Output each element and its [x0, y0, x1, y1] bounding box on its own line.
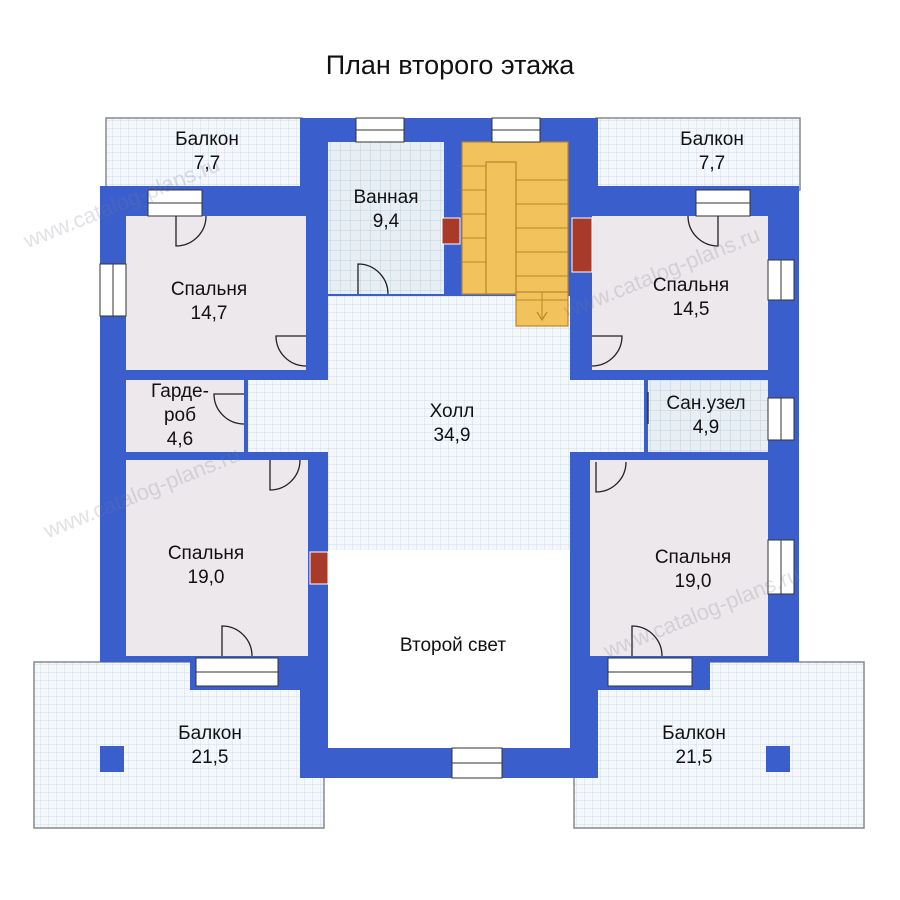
room-label-second-light: Второй свет [399, 635, 507, 656]
column-right [766, 746, 790, 772]
staircase [461, 141, 569, 327]
second-light-void [328, 550, 570, 748]
plan-title: План второго этажа [325, 50, 575, 80]
doors [175, 215, 719, 657]
wc-floor [648, 380, 768, 452]
bathroom-floor [328, 142, 444, 294]
balcony-top-right [595, 117, 801, 191]
chimneys [309, 217, 593, 585]
balcony-top-left [105, 117, 303, 191]
bedroom-bottom-right-floor [590, 460, 768, 656]
hall-floor [248, 296, 644, 550]
column-left [100, 746, 124, 772]
windows [99, 117, 795, 779]
bedroom-top-left-floor [126, 216, 306, 370]
bedroom-bottom-left-floor [126, 460, 308, 656]
